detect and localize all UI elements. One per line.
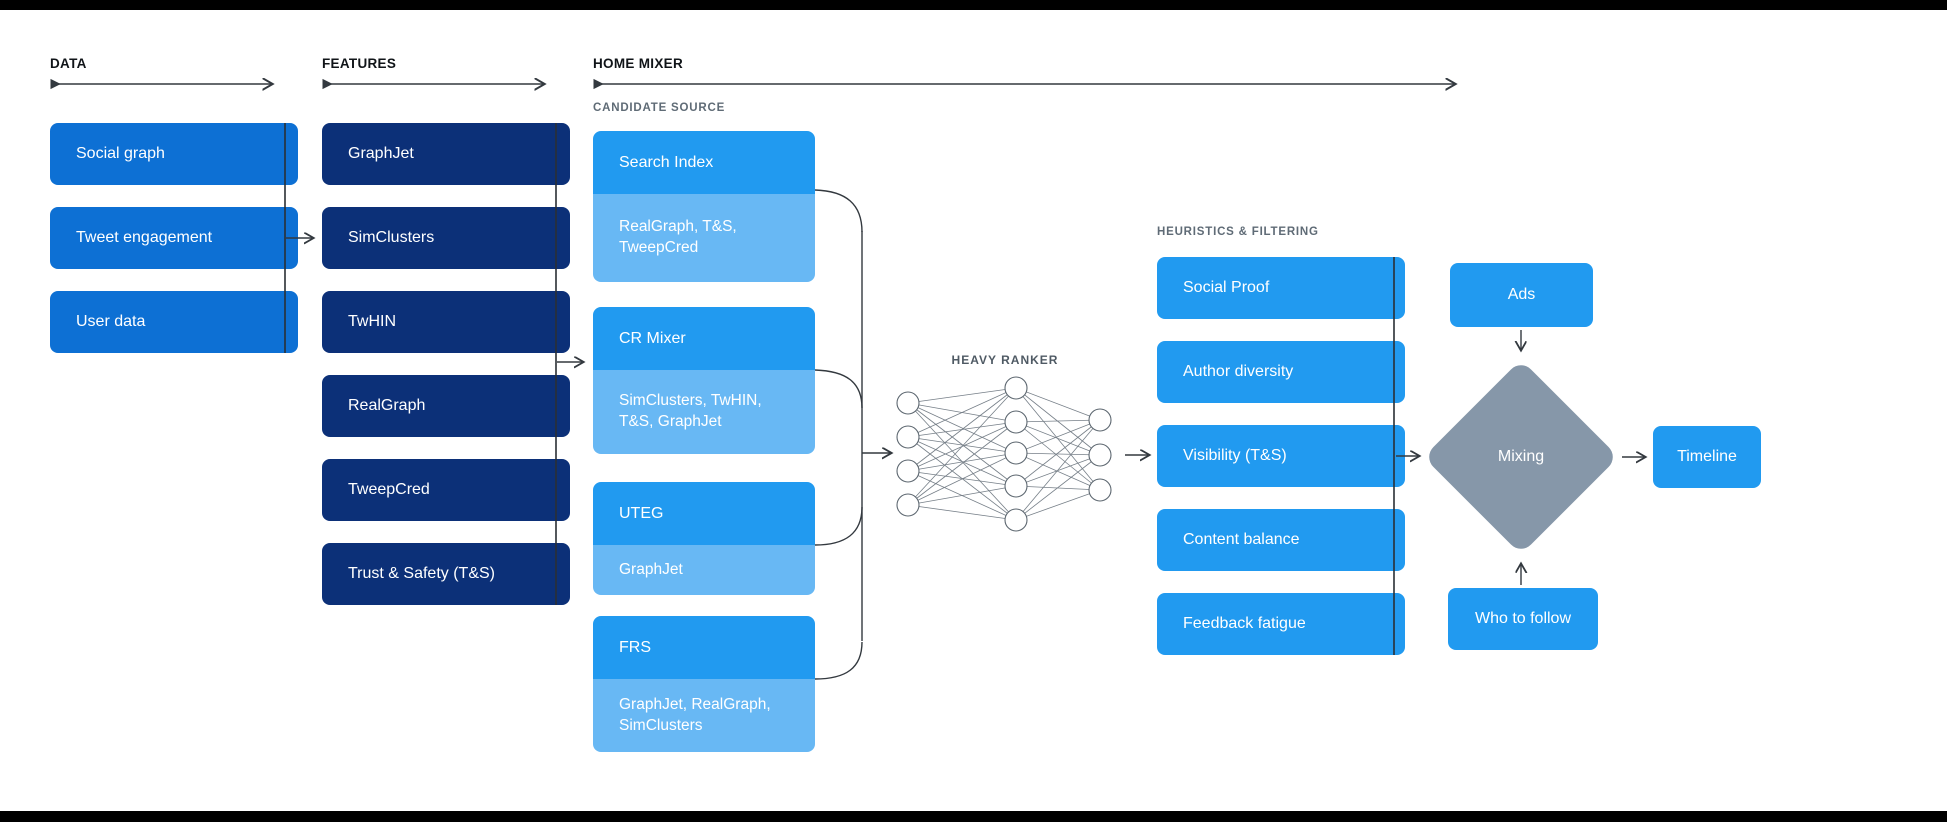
candidate-title: CR Mixer <box>593 307 815 370</box>
feature-node-realgraph: RealGraph <box>322 375 570 437</box>
heuristic-node-visibility: Visibility (T&S) <box>1157 425 1405 487</box>
candidate-source-label: CANDIDATE SOURCE <box>593 102 726 114</box>
top-frame-bar <box>0 0 1947 10</box>
candidate-inputs: RealGraph, T&S, TweepCred <box>593 194 815 282</box>
feature-node-twhin: TwHIN <box>322 291 570 353</box>
heuristic-node-social-proof: Social Proof <box>1157 257 1405 319</box>
heuristic-label: Author diversity <box>1183 362 1294 380</box>
feature-node-trust-safety: Trust & Safety (T&S) <box>322 543 570 605</box>
heuristics-filtering-label: HEURISTICS & FILTERING <box>1157 226 1319 238</box>
heuristic-node-author-diversity: Author diversity <box>1157 341 1405 403</box>
data-node-label: User data <box>76 312 146 330</box>
data-node-social-graph: Social graph <box>50 123 298 185</box>
timeline-node: Timeline <box>1653 426 1761 488</box>
who-to-follow-label: Who to follow <box>1474 609 1572 627</box>
feature-node-label: Trust & Safety (T&S) <box>348 564 495 582</box>
candidate-title: FRS <box>593 616 815 679</box>
ads-label: Ads <box>1507 285 1536 303</box>
feature-node-graphjet: GraphJet <box>322 123 570 185</box>
data-section-header: DATA <box>50 56 87 71</box>
candidate-title: UTEG <box>593 482 815 545</box>
who-to-follow-node: Who to follow <box>1448 588 1598 650</box>
candidate-source-cr-mixer: CR Mixer SimClusters, TwHIN, T&S, GraphJ… <box>593 307 815 454</box>
candidate-inputs: GraphJet <box>593 545 815 595</box>
heuristic-node-content-balance: Content balance <box>1157 509 1405 571</box>
data-node-label: Tweet engagement <box>76 228 213 246</box>
data-node-label: Social graph <box>76 144 165 162</box>
heavy-ranker-network <box>896 376 1112 532</box>
heuristic-node-feedback-fatigue: Feedback fatigue <box>1157 593 1405 655</box>
heuristic-label: Content balance <box>1183 530 1300 548</box>
candidate-collector-curves <box>814 189 863 680</box>
feature-node-label: GraphJet <box>348 144 414 162</box>
data-node-tweet-engagement: Tweet engagement <box>50 207 298 269</box>
heuristic-label: Social Proof <box>1183 278 1270 296</box>
mixing-label: Mixing <box>1497 448 1545 465</box>
candidate-inputs: GraphJet, RealGraph, SimClusters <box>593 679 815 752</box>
candidate-source-frs: FRS GraphJet, RealGraph, SimClusters <box>593 616 815 752</box>
heavy-ranker-label: HEAVY RANKER <box>951 353 1059 367</box>
candidate-source-uteg: UTEG GraphJet <box>593 482 815 595</box>
home-mixer-section-header: HOME MIXER <box>593 56 684 71</box>
candidate-inputs: SimClusters, TwHIN, T&S, GraphJet <box>593 370 815 454</box>
heuristic-label: Feedback fatigue <box>1183 614 1306 632</box>
feature-node-label: RealGraph <box>348 396 426 414</box>
feature-node-label: TweepCred <box>348 480 430 498</box>
features-section-header: FEATURES <box>322 56 397 71</box>
candidate-source-search-index: Search Index RealGraph, T&S, TweepCred <box>593 131 815 282</box>
ads-node: Ads <box>1450 263 1593 327</box>
heuristic-label: Visibility (T&S) <box>1183 446 1287 464</box>
data-node-user-data: User data <box>50 291 298 353</box>
bottom-frame-bar <box>0 811 1947 822</box>
timeline-label: Timeline <box>1677 447 1737 465</box>
feature-node-tweepcred: TweepCred <box>322 459 570 521</box>
feature-node-simclusters: SimClusters <box>322 207 570 269</box>
mixing-node: Mixing <box>1423 359 1619 555</box>
feature-node-label: SimClusters <box>348 228 435 246</box>
candidate-title: Search Index <box>593 131 815 194</box>
feature-node-label: TwHIN <box>348 312 396 330</box>
